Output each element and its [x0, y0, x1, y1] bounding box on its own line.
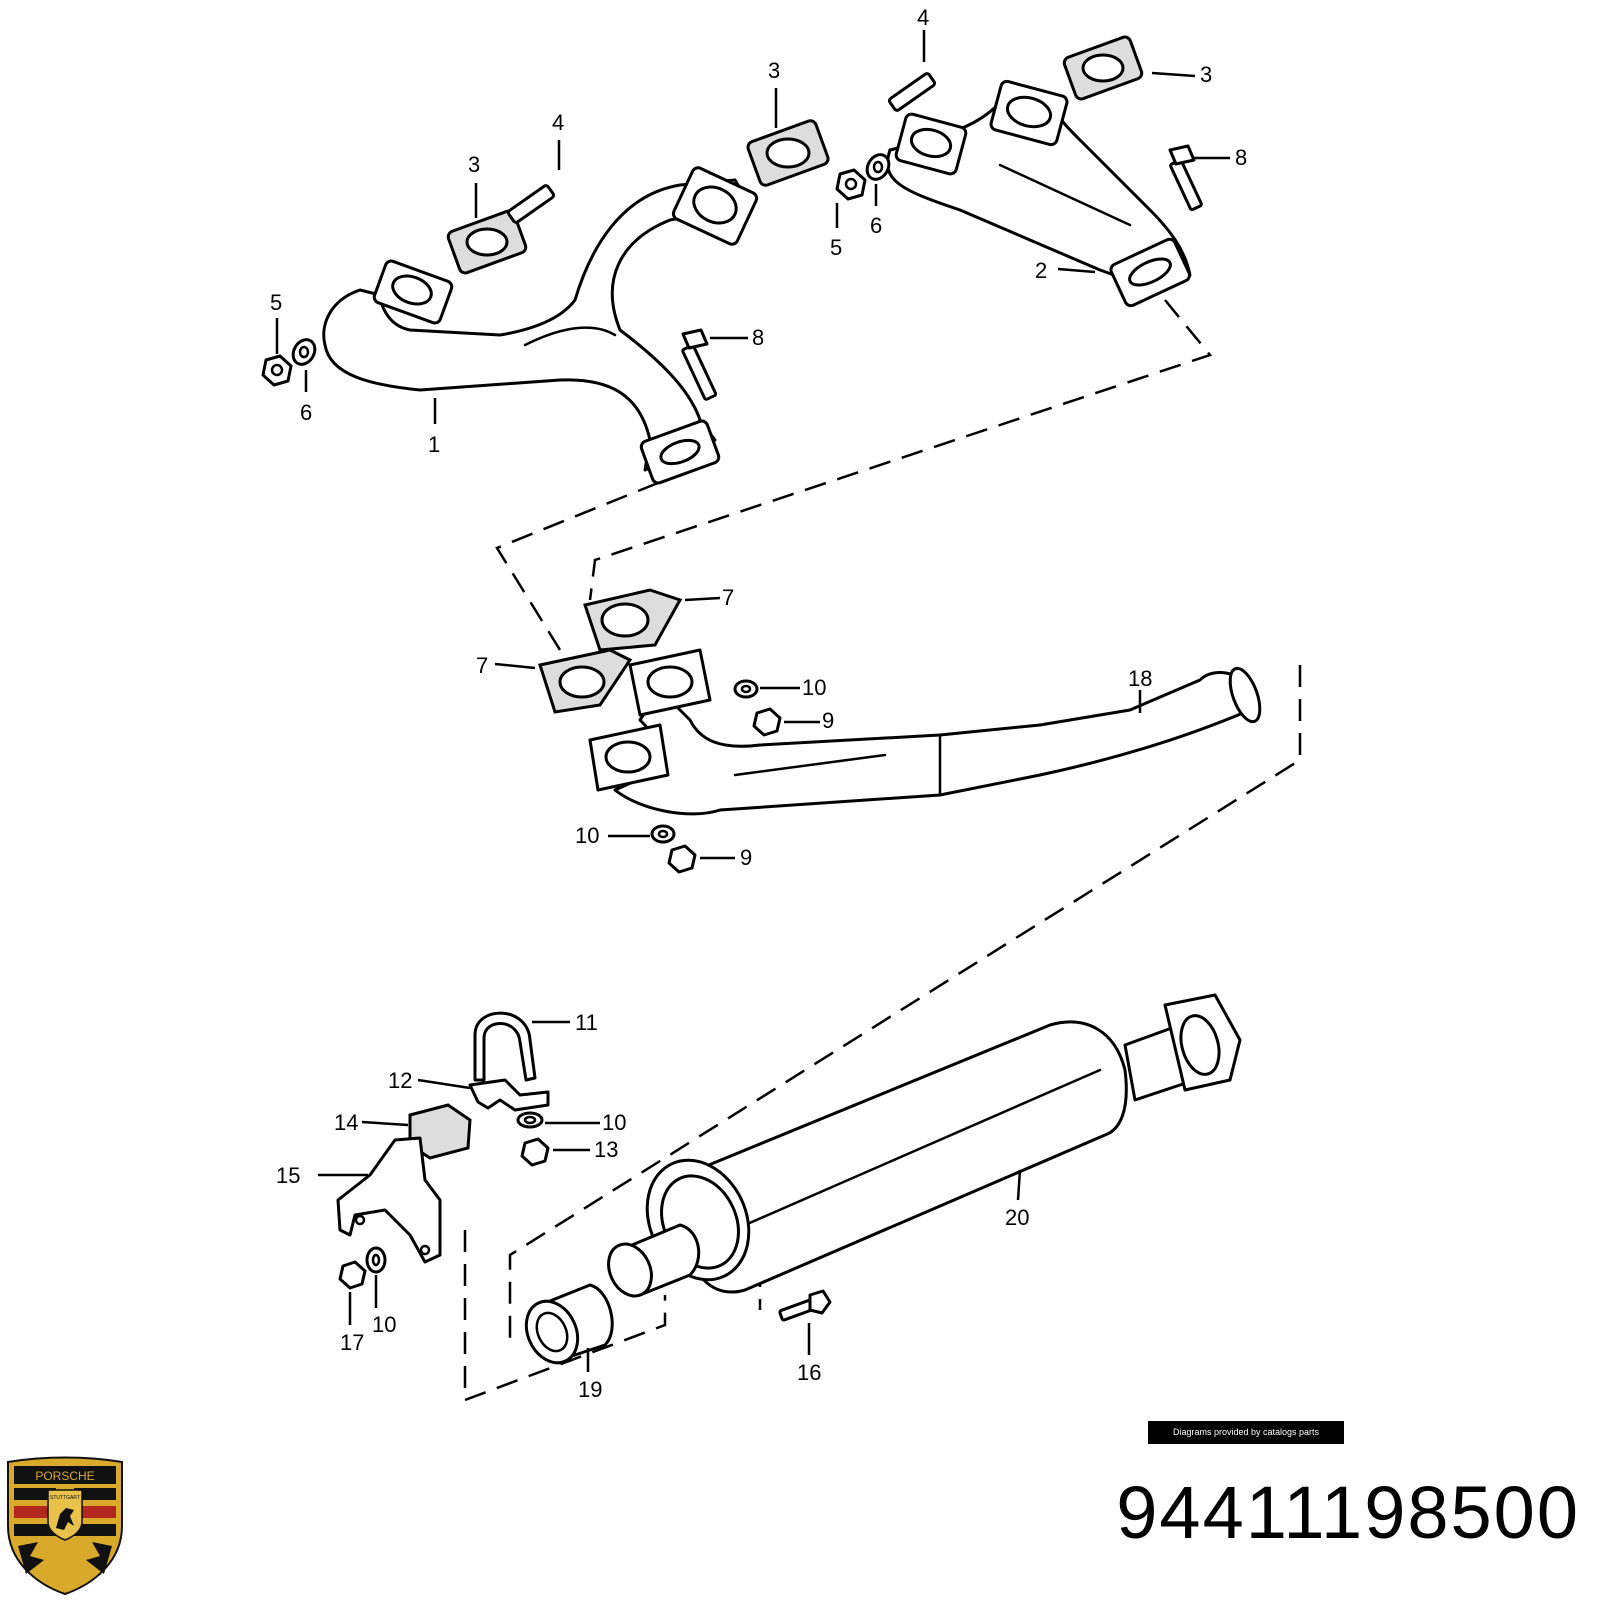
- part-number: 94411198500: [1116, 1471, 1580, 1554]
- dashed-guides: [463, 299, 1302, 1402]
- part-1-heat-exchanger-left: [322, 166, 759, 485]
- callout-12: 12: [388, 1068, 412, 1093]
- part-4-studs: [507, 72, 936, 224]
- callout-10-b: 10: [575, 823, 599, 848]
- part-8-bolts: [681, 144, 1203, 401]
- callout-6-b: 6: [870, 213, 882, 238]
- callout-4-a: 4: [552, 110, 564, 135]
- callout-14: 14: [334, 1110, 358, 1135]
- callout-7-a: 7: [722, 585, 734, 610]
- callout-1: 1: [428, 432, 440, 457]
- part-3-gaskets: [446, 35, 1144, 275]
- callout-15: 15: [276, 1163, 300, 1188]
- part-18-front-pipe: [588, 648, 1262, 816]
- callout-3-c: 3: [1200, 62, 1212, 87]
- part-16-bolt: [778, 1289, 832, 1322]
- callout-10-d: 10: [372, 1312, 396, 1337]
- part-12-bracket: [468, 1078, 550, 1112]
- callout-16: 16: [797, 1360, 821, 1385]
- diagram-credit: Diagrams provided by catalogs parts: [1148, 1421, 1344, 1444]
- callout-8-b: 8: [1235, 145, 1247, 170]
- callout-3-b: 3: [768, 58, 780, 83]
- callout-9-b: 9: [740, 845, 752, 870]
- callout-10-a: 10: [802, 675, 826, 700]
- callout-17: 17: [340, 1330, 364, 1355]
- callout-9-a: 9: [822, 708, 834, 733]
- callout-20: 20: [1005, 1205, 1029, 1230]
- part-19-tail-pipe: [524, 1283, 614, 1365]
- callout-18: 18: [1128, 666, 1152, 691]
- callout-3-a: 3: [468, 152, 480, 177]
- crest-city: STUTTGART: [50, 1495, 80, 1501]
- callout-5-a: 5: [270, 290, 282, 315]
- part-9-nuts: [667, 707, 782, 874]
- callout-11: 11: [575, 1010, 598, 1035]
- porsche-crest-logo: PORSCHE STUTTGART: [7, 1456, 123, 1596]
- callout-13: 13: [594, 1137, 618, 1162]
- callout-19: 19: [578, 1377, 602, 1402]
- part-13-nut: [520, 1137, 550, 1167]
- callout-4-b: 4: [917, 5, 929, 30]
- callout-7-b: 7: [476, 653, 488, 678]
- crest-wordmark: PORSCHE: [35, 1469, 94, 1483]
- part-7-gaskets: [538, 588, 683, 714]
- part-20-muffler: [607, 993, 1242, 1298]
- part-5-nuts: [261, 168, 867, 387]
- callout-10-c: 10: [602, 1110, 626, 1135]
- part-10-washers: [365, 679, 759, 1274]
- part-2-heat-exchanger-right: [886, 79, 1192, 308]
- callout-8-a: 8: [752, 325, 764, 350]
- part-6-washers: [291, 153, 891, 366]
- callout-6-a: 6: [300, 400, 312, 425]
- part-17-nut: [338, 1260, 367, 1290]
- callout-2: 2: [1035, 258, 1047, 283]
- callout-labels: 1 2 3 3 3 4 4 5 5 6 6 7 7 8 8 9 9 10 10 …: [270, 5, 1247, 1402]
- part-15-hanger-bracket: [336, 1136, 442, 1264]
- part-11-u-bolt: [473, 1011, 537, 1082]
- callout-5-b: 5: [830, 235, 842, 260]
- leader-lines: [275, 30, 1230, 1372]
